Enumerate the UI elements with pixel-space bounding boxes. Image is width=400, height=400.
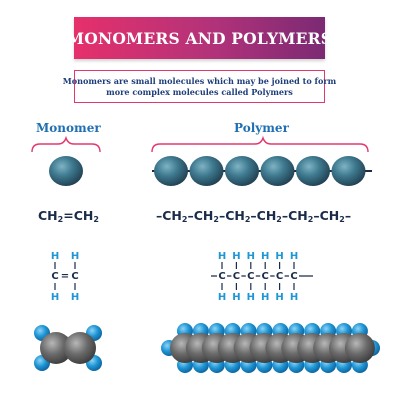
atom-hydrogen: H bbox=[218, 251, 226, 262]
repeat-unit-subscript: 2 bbox=[307, 215, 314, 224]
polymer-bead bbox=[260, 156, 295, 186]
chain-dash: – bbox=[156, 208, 163, 223]
atom-hydrogen: H bbox=[71, 251, 79, 262]
carbon-atom-sphere bbox=[40, 332, 72, 364]
polymer-bead bbox=[331, 156, 366, 186]
atom-hydrogen: H bbox=[71, 292, 79, 303]
polymer-bracket bbox=[151, 135, 369, 153]
polymer-bead bbox=[225, 156, 259, 186]
monomer-bracket bbox=[31, 135, 101, 153]
definition-caption: Monomers are small molecules which may b… bbox=[63, 70, 336, 103]
atom-carbon: C bbox=[262, 271, 269, 282]
chain-dash: – bbox=[281, 208, 289, 223]
carbon-label-bg bbox=[260, 270, 271, 282]
polymer-heading: Polymer bbox=[234, 121, 289, 135]
atom-hydrogen: H bbox=[232, 251, 240, 262]
atom-carbon: C bbox=[71, 271, 78, 282]
repeat-unit-subscript: 2 bbox=[213, 215, 219, 224]
chain-dash: – bbox=[218, 208, 226, 223]
polymer-formula: –CH2–CH2–CH2–CH2–CH2–CH2– bbox=[156, 208, 351, 224]
atom-carbon: C bbox=[247, 271, 254, 282]
double-bond: = bbox=[61, 271, 69, 282]
chain-dash: – bbox=[313, 208, 320, 223]
repeat-unit-subscript: 2 bbox=[244, 215, 251, 224]
monomer-heading: Monomer bbox=[36, 121, 101, 135]
repeat-unit: CH bbox=[225, 208, 245, 223]
repeat-unit: CH bbox=[256, 208, 277, 223]
polymer-bead bbox=[296, 156, 330, 186]
atom-carbon: C bbox=[290, 271, 297, 282]
monomer-bead bbox=[49, 156, 83, 186]
repeat-unit: CH bbox=[288, 208, 308, 223]
atom-hydrogen: H bbox=[247, 251, 255, 262]
polymer-bead bbox=[154, 156, 188, 186]
polymer-bead bbox=[189, 156, 224, 186]
atom-carbon: C bbox=[218, 271, 225, 282]
repeat-unit-subscript: 2 bbox=[339, 215, 345, 224]
atom-hydrogen: H bbox=[261, 251, 269, 262]
atom-hydrogen: H bbox=[51, 251, 59, 262]
atom-hydrogen: H bbox=[261, 292, 269, 303]
carbon-label-bg bbox=[231, 270, 242, 282]
carbon-label-bg bbox=[289, 270, 299, 282]
caption-line-1: Monomers are small molecules which may b… bbox=[62, 75, 337, 86]
monomer-formula: CH2=CH2 bbox=[38, 208, 99, 224]
polymer-ball-model bbox=[161, 323, 380, 373]
atom-hydrogen: H bbox=[51, 292, 59, 303]
atom-hydrogen: H bbox=[290, 251, 298, 262]
chain-dash: – bbox=[250, 208, 257, 223]
carbon-atom-sphere bbox=[344, 333, 375, 363]
repeat-unit-subscript: 2 bbox=[181, 215, 188, 224]
atom-carbon: C bbox=[51, 271, 58, 282]
repeat-unit: CH bbox=[319, 208, 340, 223]
atom-hydrogen: H bbox=[290, 292, 298, 303]
atom-hydrogen: H bbox=[275, 292, 283, 303]
chain-dash: – bbox=[344, 208, 352, 223]
polymer-beads bbox=[154, 156, 366, 186]
atom-hydrogen: H bbox=[247, 292, 255, 303]
caption-line-2: more complex molecules called Polymers bbox=[106, 86, 293, 97]
monomer-ball-model bbox=[34, 325, 102, 371]
atom-hydrogen: H bbox=[232, 292, 240, 303]
repeat-unit-subscript: 2 bbox=[276, 215, 282, 224]
carbon-label-bg bbox=[217, 270, 227, 282]
page-title: MONOMERS AND POLYMERS bbox=[66, 28, 333, 48]
atom-carbon: C bbox=[233, 271, 240, 282]
repeat-unit: CH bbox=[193, 208, 214, 223]
carbon-label-bg bbox=[245, 270, 256, 282]
repeat-unit: CH bbox=[162, 208, 182, 223]
atom-carbon: C bbox=[276, 271, 283, 282]
chain-dash: – bbox=[187, 208, 194, 223]
atom-hydrogen: H bbox=[275, 251, 283, 262]
title-banner: MONOMERS AND POLYMERS bbox=[67, 17, 332, 59]
monomer-structural-formula: H H C = C H H bbox=[51, 251, 79, 303]
atom-hydrogen: H bbox=[218, 292, 226, 303]
carbon-atom-sphere bbox=[64, 332, 96, 364]
carbon-label-bg bbox=[274, 270, 285, 282]
